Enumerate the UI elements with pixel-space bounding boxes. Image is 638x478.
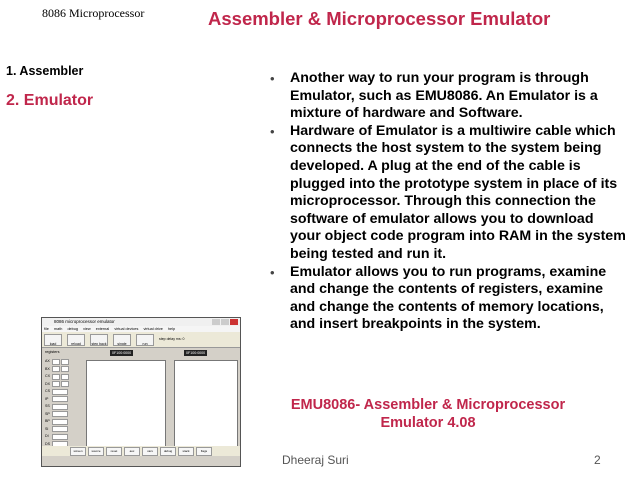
bullet-item: • Hardware of Emulator is a multiwire cab… [268,123,628,264]
nav-item-emulator[interactable]: 2. Emulator [6,92,94,109]
caption-line-2: Emulator 4.08 [380,415,476,431]
register-panel: AX BX CX DX CS IP SS SP BP SI DI DS ES [45,358,70,456]
reset-button: reset [106,446,122,456]
stack-button: stack [178,446,194,456]
menu-virtual-drive: virtual drive [143,327,163,331]
emulator-title-bar: 8086 microprocessor emulator [42,318,240,326]
emulator-bottom-bar: screen source reset aux vars debug stack… [42,446,240,456]
nav-item-assembler[interactable]: 1. Assembler [6,64,84,78]
bullet-item: • Another way to run your program is thro… [268,70,628,123]
bullet-text: Another way to run your program is throu… [290,70,598,122]
aux-button: aux [124,446,140,456]
window-controls [211,319,238,328]
menu-view: view [83,327,91,331]
menu-virtual-devices: virtual devices [114,327,139,331]
register-row: DI [45,433,70,441]
register-row: DX [45,381,70,389]
minimize-icon [212,319,220,325]
menu-help: help [167,327,176,331]
emulator-screenshot: 8086 microprocessor emulator file math d… [41,317,241,467]
registers-label: registers [45,350,60,354]
load-button: load [44,333,62,346]
reload-button: reload [67,333,85,346]
emulator-menu-bar: file math debug view external virtual de… [42,326,240,332]
register-row: AX [45,358,70,366]
disassembly-address: 0F100:0000 [184,350,208,356]
screen-button: screen [70,446,86,456]
register-row: SS [45,403,70,411]
footer-author: Dheeraj Suri [282,453,349,467]
bullet-item: • Emulator allows you to run programs, ex… [268,264,628,334]
maximize-icon [221,319,229,325]
disassembly-listing [174,360,238,450]
register-row: SP [45,411,70,419]
bullet-glyph: • [270,71,275,86]
flags-button: flags [196,446,212,456]
register-row: CS [45,388,70,396]
single-step-button: single step [113,333,131,346]
register-row: SI [45,426,70,434]
debug-button: debug [160,446,176,456]
course-label: 8086 Microprocessor [42,6,145,20]
memory-address: 0F100:0000 [110,350,134,356]
memory-listing [86,360,166,450]
step-back-button: step back [90,333,108,346]
page-number: 2 [594,453,601,467]
bullet-text: Hardware of Emulator is a multiwire cabl… [290,122,626,262]
menu-debug: debug [67,327,78,331]
register-row: CX [45,373,70,381]
register-row: BP [45,418,70,426]
bullet-text: Emulator allows you to run programs, exa… [290,263,607,333]
run-button: run [136,333,154,346]
bullet-list: • Another way to run your program is thro… [268,70,628,334]
bullet-glyph: • [270,123,275,139]
emulator-title: 8086 microprocessor emulator [54,319,115,324]
slide-title: Assembler & Microprocessor Emulator [208,8,551,29]
menu-math: math [53,327,63,331]
caption-line-1: EMU8086- Assembler & Microprocessor [290,397,566,413]
bullet-glyph: • [270,264,275,280]
menu-external: external [95,327,110,331]
vars-button: vars [142,446,158,456]
close-icon [230,319,238,325]
emulator-body: registers AX BX CX DX CS IP SS SP BP SI … [42,348,240,456]
emulator-toolbar: load reload step back single step run st… [42,332,240,348]
source-button: source [88,446,104,456]
step-delay-label: step delay ms: 0 [159,337,185,341]
menu-file: file [44,327,49,331]
emulator-caption: EMU8086- Assembler & Microprocessor Emul… [248,396,608,432]
register-row: BX [45,366,70,374]
register-row: IP [45,396,70,404]
